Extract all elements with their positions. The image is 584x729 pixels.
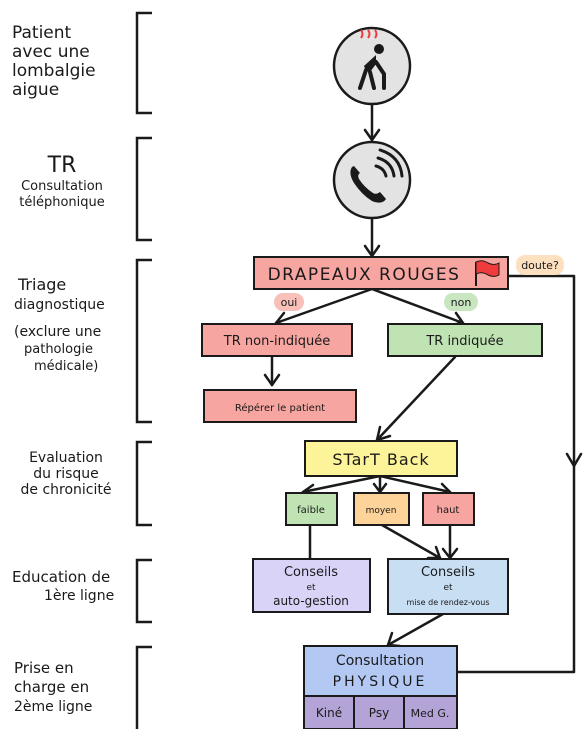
stage-label-line: pathologie — [24, 342, 93, 357]
phone-node — [332, 140, 412, 220]
stage-label-line: Prise en — [14, 659, 74, 677]
stage-label-tr: TR Consultation téléphonique — [19, 153, 105, 210]
reperer-patient-label: Répérer le patient — [235, 402, 325, 414]
stage-label-line: 1ère ligne — [44, 588, 114, 604]
connector-line — [370, 287, 465, 325]
conseils-auto-gestion-box — [252, 558, 371, 613]
conseils-auto-line: Conseils — [284, 565, 338, 580]
conseils-rendez-vous-box — [387, 558, 509, 615]
stage-label-line: Triage — [17, 275, 66, 294]
conseils-rdv-line: mise de rendez-vous — [406, 598, 489, 607]
psy-box — [353, 695, 405, 729]
stage-bracket — [135, 136, 152, 242]
risque-faible-box — [285, 492, 338, 526]
drapeaux-rouges-label: DRAPEAUX ROUGES — [268, 265, 461, 285]
arrow-head — [565, 452, 583, 468]
phone-circle — [332, 140, 412, 220]
connector-line — [274, 287, 374, 325]
stage-label-line: lombalgie — [12, 61, 96, 81]
doute-label: doute? — [521, 259, 559, 272]
stage-bracket — [135, 440, 152, 527]
tr-non-indiquee-label: TR non-indiquée — [223, 334, 330, 349]
risque-moyen-label: moyen — [366, 506, 397, 516]
medg-box — [403, 695, 458, 729]
stage-label-patient: Patient avec une lombalgie aigue — [12, 23, 96, 100]
conseils-rdv-line: Conseils — [421, 565, 475, 580]
conseils-rdv-line: et — [443, 583, 453, 593]
stage-label-education: Education de 1ère ligne — [12, 568, 114, 604]
stage-label-line: aigue — [12, 80, 59, 100]
kine-label: Kiné — [316, 706, 342, 720]
non-label: non — [451, 296, 472, 309]
arrow-head — [263, 373, 281, 387]
risque-moyen-box — [353, 492, 410, 526]
arrow-head — [363, 128, 381, 142]
risque-haut-label: haut — [437, 505, 460, 516]
phone-call-icon — [350, 148, 404, 203]
start-back-box — [304, 440, 458, 477]
reperer-patient-box — [203, 389, 357, 423]
stage-label-line: téléphonique — [19, 195, 105, 210]
oui-label: oui — [281, 296, 298, 309]
risque-faible-label: faible — [297, 505, 325, 516]
stage-bracket — [135, 258, 152, 424]
red-flag-icon — [475, 260, 500, 286]
non-bubble — [444, 293, 478, 311]
stage-bracket — [135, 645, 152, 729]
connector-line — [375, 355, 457, 442]
conseils-auto-line: et — [306, 583, 316, 593]
drapeaux-rouges-box — [253, 256, 509, 290]
stage-label-line: Education de — [12, 568, 110, 586]
stage-label-line: Patient — [12, 23, 72, 43]
consultation-line: Consultation — [336, 653, 424, 669]
stage-label-line: Evaluation — [29, 450, 103, 466]
doute-connector-line — [455, 274, 576, 674]
risque-haut-box — [422, 492, 475, 526]
connector-line — [301, 474, 382, 494]
tr-indiquee-box — [387, 323, 543, 357]
stage-label-line: du risque — [33, 466, 99, 482]
stage-label-line: Consultation — [21, 179, 103, 194]
connector-line — [380, 523, 442, 560]
conseils-auto-line: auto-gestion — [273, 594, 349, 608]
connector-line — [378, 474, 452, 494]
stage-label-evaluation: Evaluation du risque de chronicité — [21, 450, 112, 498]
stage-label-line: TR — [47, 153, 77, 178]
stage-label-line: 2ème ligne — [14, 699, 92, 715]
medg-label: Med G. — [411, 707, 450, 720]
tr-indiquee-label: TR indiquée — [425, 334, 503, 349]
patient-node — [332, 26, 412, 106]
physique-line: PHYSIQUE — [333, 674, 428, 690]
back-pain-patient-icon — [358, 29, 386, 90]
stage-label-prise-en-charge: Prise en charge en 2ème ligne — [14, 659, 92, 715]
psy-label: Psy — [369, 706, 389, 720]
oui-bubble — [274, 293, 304, 311]
consultation-physique-box — [303, 645, 458, 697]
stage-label-line: (exclure une — [14, 324, 101, 340]
stage-label-line: de chronicité — [21, 482, 112, 498]
tr-non-indiquee-box — [201, 323, 353, 357]
doute-bubble — [516, 255, 564, 275]
stage-bracket — [135, 558, 152, 624]
stage-label-line: charge en — [14, 678, 89, 696]
connector-line — [386, 612, 445, 647]
start-back-label: STarT Back — [332, 450, 429, 469]
stage-label-triage: Triage diagnostique (exclure une patholo… — [14, 275, 105, 374]
stage-bracket — [135, 11, 152, 115]
stage-label-line: avec une — [12, 42, 90, 62]
stage-label-line: diagnostique — [14, 297, 105, 313]
stage-label-line: médicale) — [34, 359, 98, 374]
